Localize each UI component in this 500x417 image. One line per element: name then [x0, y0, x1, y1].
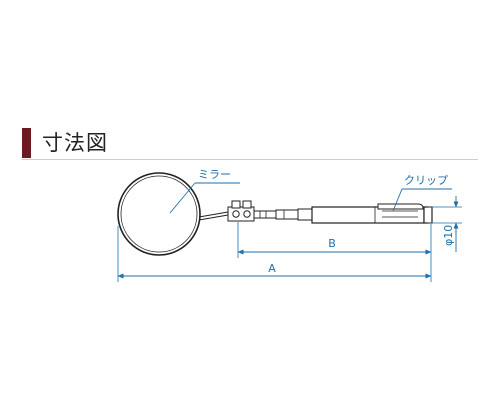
dimension-b-label: B — [328, 237, 336, 250]
mirror-neck — [198, 211, 229, 221]
mirror-drawing — [117, 172, 201, 256]
section-header: 寸法図 — [22, 128, 478, 160]
mirror-label: ミラー — [198, 168, 231, 181]
clip-drawing — [377, 203, 424, 218]
section-accent-bar — [22, 128, 31, 158]
mirror-inner-rim — [120, 175, 198, 253]
dimension-a-label: A — [268, 262, 276, 275]
mirror-outer-rim — [117, 172, 201, 256]
section-divider — [22, 159, 478, 160]
telescopic-shaft — [253, 208, 313, 221]
section-title: 寸法図 — [42, 131, 108, 155]
mirror-leader — [169, 182, 240, 214]
clip-label: クリップ — [404, 174, 448, 187]
diameter-label: φ10 — [442, 225, 455, 246]
joint-wing-nut — [227, 200, 255, 222]
clip-leader — [392, 188, 452, 212]
